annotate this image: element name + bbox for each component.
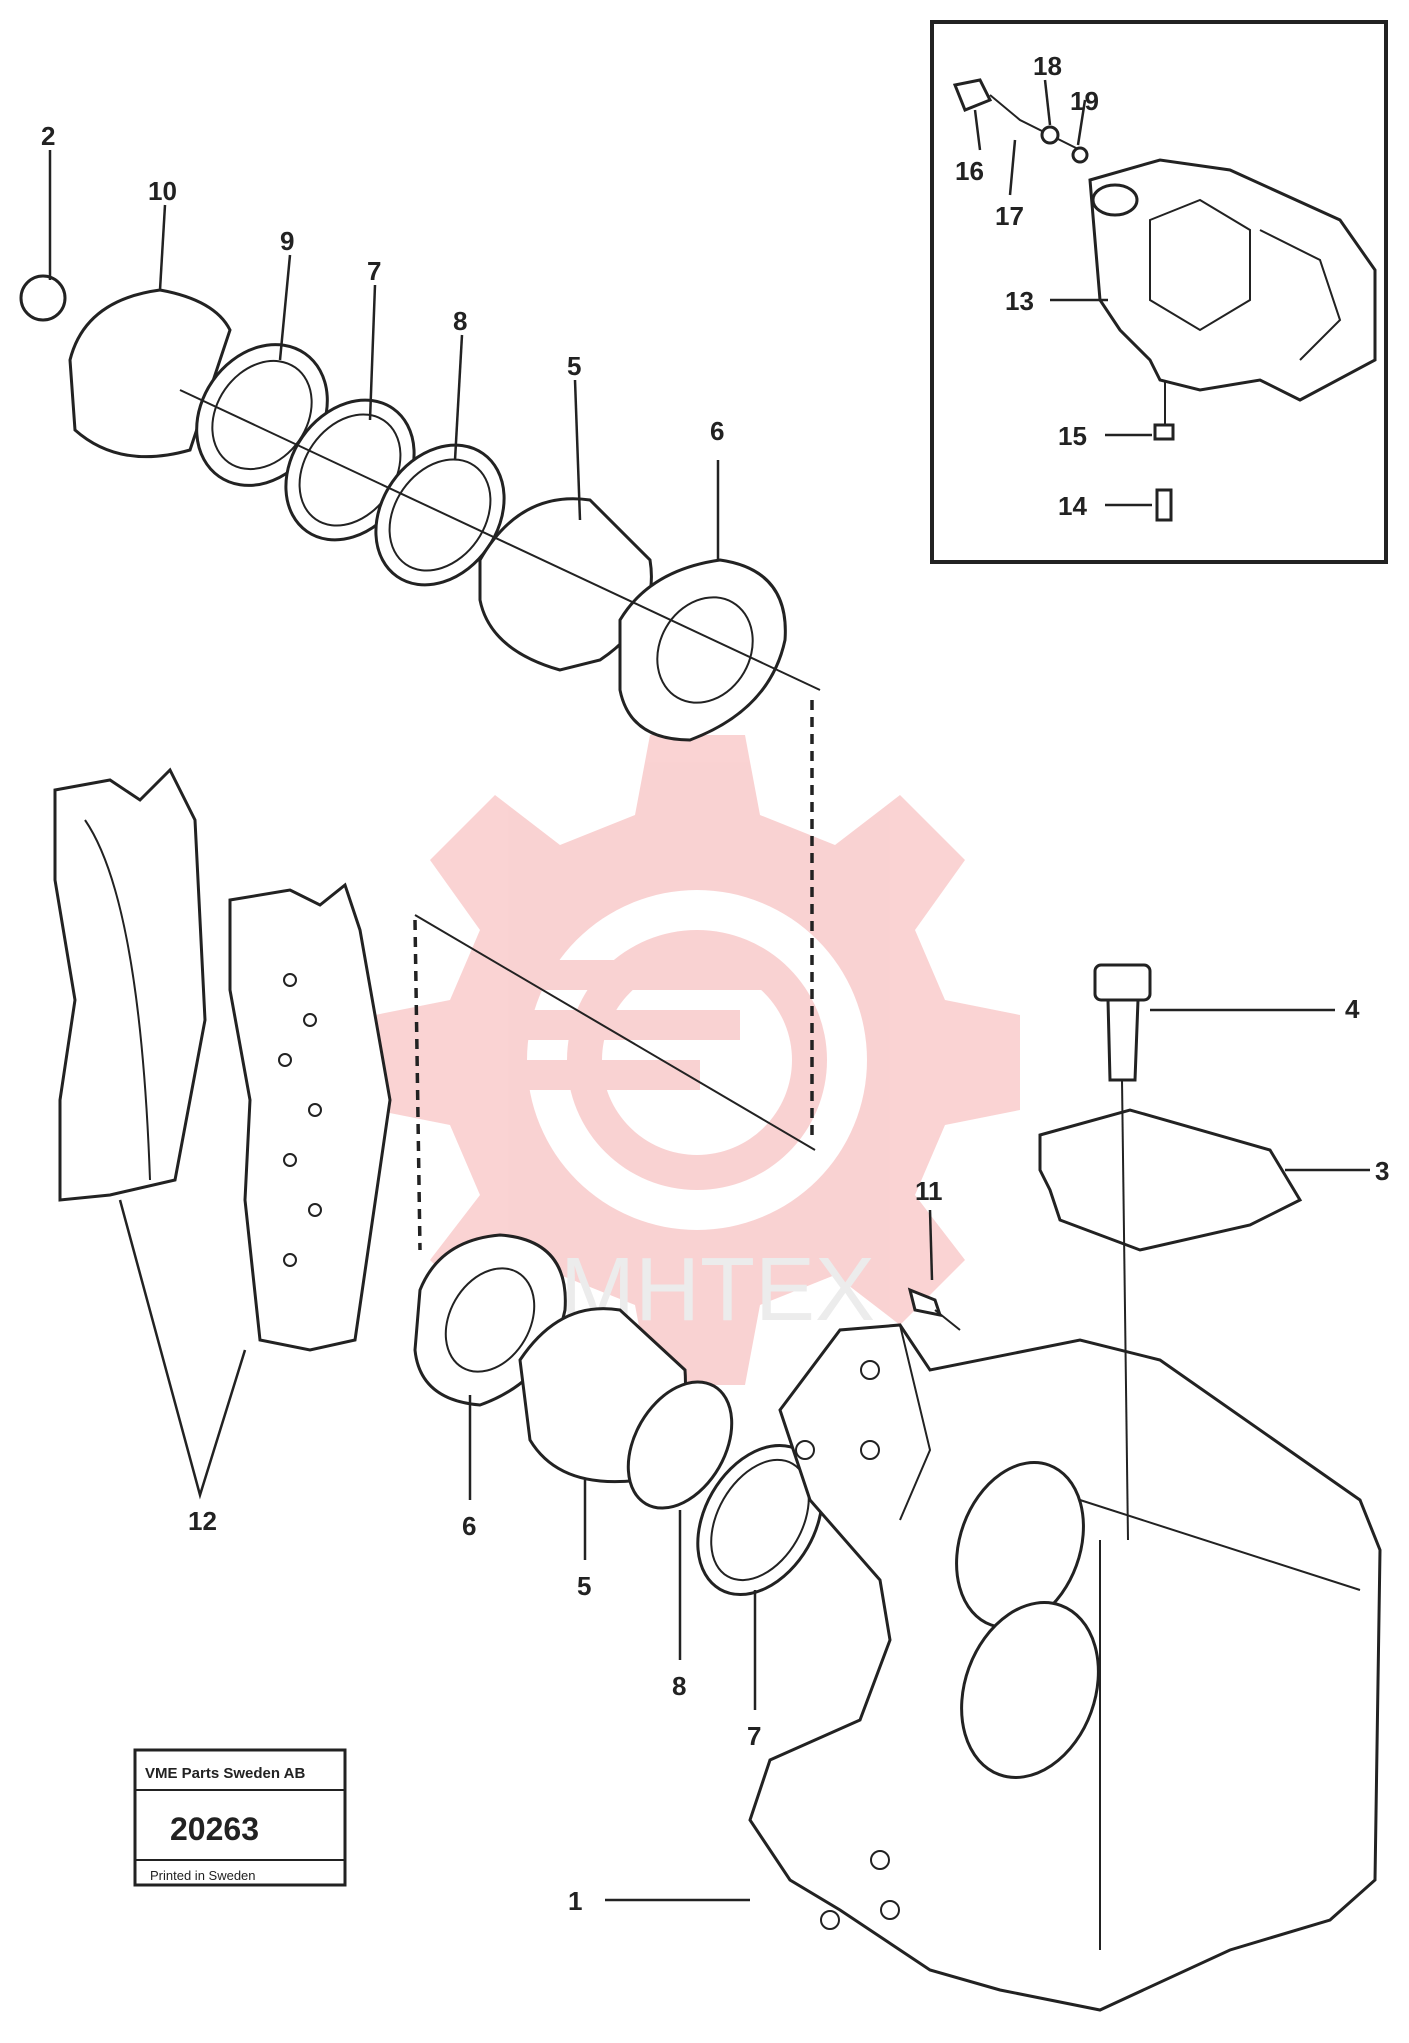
callout-4: 4 <box>1345 994 1360 1024</box>
callout-19: 19 <box>1070 86 1099 116</box>
inset-detail-box <box>930 20 1388 564</box>
callout-13: 13 <box>1005 286 1034 316</box>
callout-6b: 6 <box>462 1511 476 1541</box>
callout-3: 3 <box>1375 1156 1389 1186</box>
callout-labels: 2 10 9 7 8 5 6 18 19 16 17 13 15 14 4 3 … <box>41 51 1389 1916</box>
leader-lines <box>48 150 1370 1902</box>
reference-stamp: VME Parts Sweden AB 20263 Printed in Swe… <box>133 1748 347 1887</box>
stamp-header: VME Parts Sweden AB <box>145 1765 305 1782</box>
callout-16: 16 <box>955 156 984 186</box>
stamp-number: 20263 <box>170 1811 259 1847</box>
brake-pads <box>53 767 392 1500</box>
callout-17: 17 <box>995 201 1024 231</box>
callout-5a: 5 <box>567 351 581 381</box>
callout-7b: 7 <box>747 1721 761 1751</box>
callout-10: 10 <box>148 176 177 206</box>
callout-8a: 8 <box>453 306 467 336</box>
callout-18: 18 <box>1033 51 1062 81</box>
callout-15: 15 <box>1058 421 1087 451</box>
dust-boot-part <box>68 288 232 459</box>
mounting-bolt-and-bracket <box>907 963 1303 1541</box>
callout-14: 14 <box>1058 491 1087 521</box>
bleeder-cap-part <box>19 274 67 322</box>
caliper-housing <box>748 1323 1382 2012</box>
stamp-footer: Printed in Sweden <box>150 1868 256 1883</box>
seal-ring-part <box>618 558 787 742</box>
upper-piston-assembly <box>19 274 821 1140</box>
callout-2: 2 <box>41 121 55 151</box>
brake-pad-outer <box>53 767 207 1202</box>
brake-pad-inner <box>228 882 392 1352</box>
callout-8b: 8 <box>672 1671 686 1701</box>
callout-9: 9 <box>280 226 294 256</box>
callout-11: 11 <box>915 1176 943 1206</box>
callout-12: 12 <box>188 1506 217 1536</box>
callout-1: 1 <box>568 1886 582 1916</box>
lower-piston-assembly <box>413 1233 824 1597</box>
callout-6a: 6 <box>710 416 724 446</box>
callout-5b: 5 <box>577 1571 591 1601</box>
callout-7a: 7 <box>367 256 381 286</box>
